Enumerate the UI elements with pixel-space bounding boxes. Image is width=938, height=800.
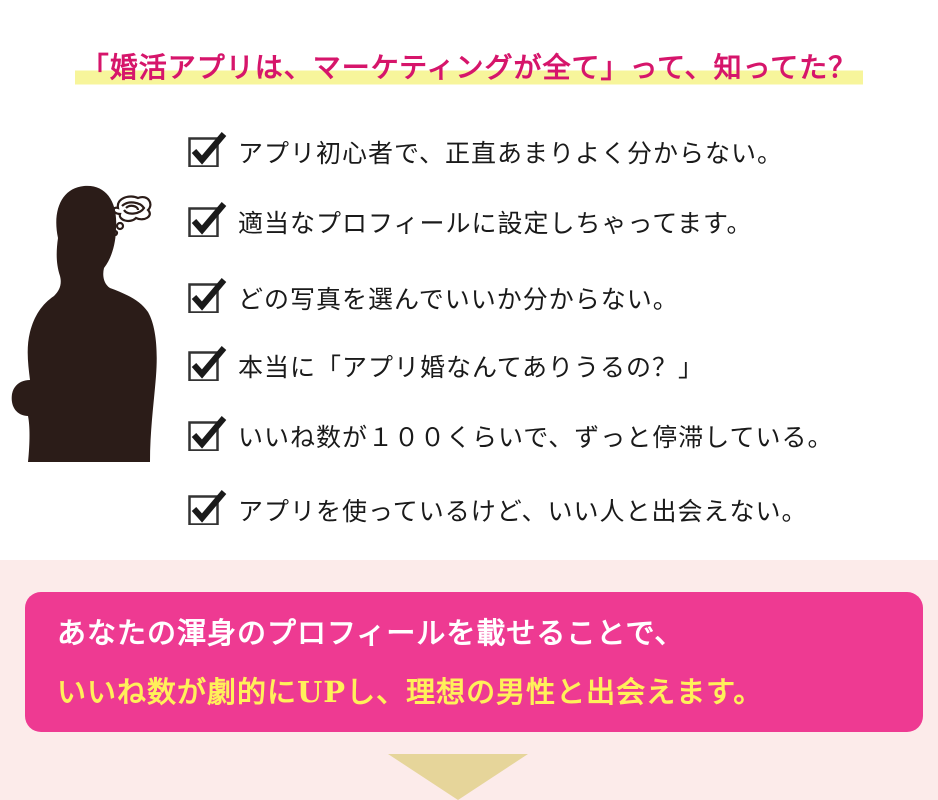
checkbox-checked-icon bbox=[188, 416, 227, 451]
checklist-item: アプリ初心者で、正直あまりよく分からない。 bbox=[188, 130, 783, 174]
checklist-item-text: 本当に「アプリ婚なんてありうるの？」 bbox=[238, 353, 705, 382]
down-arrow-icon bbox=[388, 754, 528, 800]
checklist-item-text: アプリ初心者で、正直あまりよく分からない。 bbox=[238, 139, 784, 168]
checklist-item: 本当に「アプリ婚なんてありうるの？」 bbox=[188, 344, 704, 388]
checkbox-checked-icon bbox=[188, 132, 227, 167]
checklist-item: いいね数が１００くらいで、ずっと停滞している。 bbox=[188, 414, 834, 458]
headline: 「婚活アプリは、マーケティングが全て」って、知ってた？ bbox=[0, 46, 938, 88]
callout-line-2: いいね数が劇的にUPし、理想の男性と出会えます。 bbox=[57, 675, 764, 709]
checklist-item-text: いいね数が１００くらいで、ずっと停滞している。 bbox=[238, 423, 834, 452]
checkbox-checked-icon bbox=[188, 346, 227, 381]
checkbox-checked-icon bbox=[188, 278, 227, 313]
checklist-item-text: どの写真を選んでいいか分からない。 bbox=[238, 285, 679, 314]
checklist-item: 適当なプロフィールに設定しちゃってます。 bbox=[188, 200, 753, 244]
checklist-item-text: アプリを使っているけど、いい人と出会えない。 bbox=[238, 497, 808, 526]
callout-line-1: あなたの渾身のプロフィールを載せることで、 bbox=[57, 616, 685, 650]
checkbox-checked-icon bbox=[188, 490, 227, 525]
checklist-item: アプリを使っているけど、いい人と出会えない。 bbox=[188, 488, 808, 532]
checkbox-checked-icon bbox=[188, 202, 227, 237]
checklist-item-text: 適当なプロフィールに設定しちゃってます。 bbox=[238, 209, 753, 238]
woman-silhouette-icon bbox=[11, 185, 157, 463]
checklist-item: どの写真を選んでいいか分からない。 bbox=[188, 276, 679, 320]
headline-text: 「婚活アプリは、マーケティングが全て」って、知ってた？ bbox=[74, 46, 864, 88]
callout-box bbox=[25, 592, 923, 732]
